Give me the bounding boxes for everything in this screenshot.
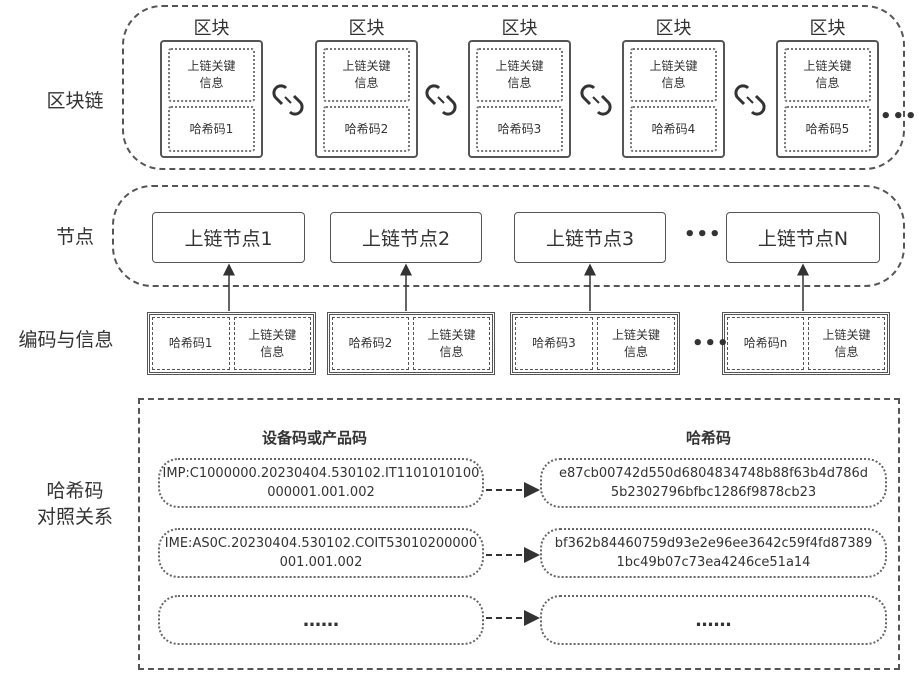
- chain-link-icon: [425, 84, 457, 116]
- node-more: •••: [684, 224, 722, 245]
- chain-link-icon: [734, 84, 766, 116]
- block-title: 区块: [193, 18, 230, 39]
- hash-code: ……: [540, 595, 887, 645]
- block-title: 区块: [501, 18, 538, 39]
- block-more: •••: [880, 106, 918, 127]
- device-code: ……: [158, 595, 484, 645]
- hash-code: e87cb00742d550d6804834748b88f63b4d786d 5…: [540, 458, 887, 508]
- block-hash: 哈希码5: [784, 106, 871, 152]
- block: 上链关键 信息 哈希码5: [776, 40, 879, 158]
- block-info: 上链关键 信息: [784, 48, 871, 102]
- encoding-info: 上链关键 信息: [413, 317, 490, 370]
- block-hash: 哈希码4: [630, 106, 717, 152]
- chain-node: 上链节点3: [514, 212, 666, 263]
- block-info: 上链关键 信息: [168, 48, 255, 102]
- block-info: 上链关键 信息: [476, 48, 563, 102]
- block-info: 上链关键 信息: [630, 48, 717, 102]
- label-blockchain: 区块链: [46, 90, 104, 112]
- block-title: 区块: [348, 18, 385, 39]
- block-title: 区块: [655, 18, 692, 39]
- chain-link-icon: [272, 84, 304, 116]
- encoding-info: 上链关键 信息: [597, 317, 675, 370]
- block-hash: 哈希码2: [323, 106, 410, 152]
- header-code: 设备码或产品码: [262, 429, 368, 447]
- block: 上链关键 信息 哈希码3: [468, 40, 571, 158]
- nodes-container: [112, 185, 905, 287]
- block-hash: 哈希码3: [476, 106, 563, 152]
- mapping-container: [138, 398, 900, 670]
- device-code: IME:AS0C.20230404.530102.COIT53010200000…: [158, 528, 484, 578]
- blockchain-container: [122, 5, 905, 170]
- encoding-more: •••: [692, 333, 730, 354]
- block: 上链关键 信息 哈希码2: [315, 40, 418, 158]
- chain-node: 上链节点1: [152, 212, 305, 263]
- block: 上链关键 信息 哈希码4: [622, 40, 725, 158]
- block-hash: 哈希码1: [168, 106, 255, 152]
- label-encoding: 编码与信息: [18, 329, 114, 351]
- encoding-hash: 哈希码n: [727, 317, 804, 370]
- block-info: 上链关键 信息: [323, 48, 410, 102]
- device-code: IMP:C1000000.20230404.530102.IT110101010…: [158, 458, 484, 508]
- encoding-hash: 哈希码2: [332, 317, 409, 370]
- encoding-info: 上链关键 信息: [808, 317, 885, 370]
- chain-link-icon: [580, 84, 612, 116]
- chain-node: 上链节点N: [726, 212, 880, 263]
- hash-code: bf362b84460759d93e2e96ee3642c59f4fd87389…: [540, 528, 887, 578]
- header-hash: 哈希码: [686, 429, 732, 447]
- label-mapping: 哈希码 对照关系: [36, 480, 113, 528]
- chain-node: 上链节点2: [330, 212, 482, 263]
- encoding-info: 上链关键 信息: [233, 317, 311, 370]
- block: 上链关键 信息 哈希码1: [160, 40, 263, 158]
- label-nodes: 节点: [55, 226, 94, 248]
- encoding-hash: 哈希码1: [152, 317, 230, 370]
- block-title: 区块: [809, 18, 846, 39]
- encoding-hash: 哈希码3: [515, 317, 593, 370]
